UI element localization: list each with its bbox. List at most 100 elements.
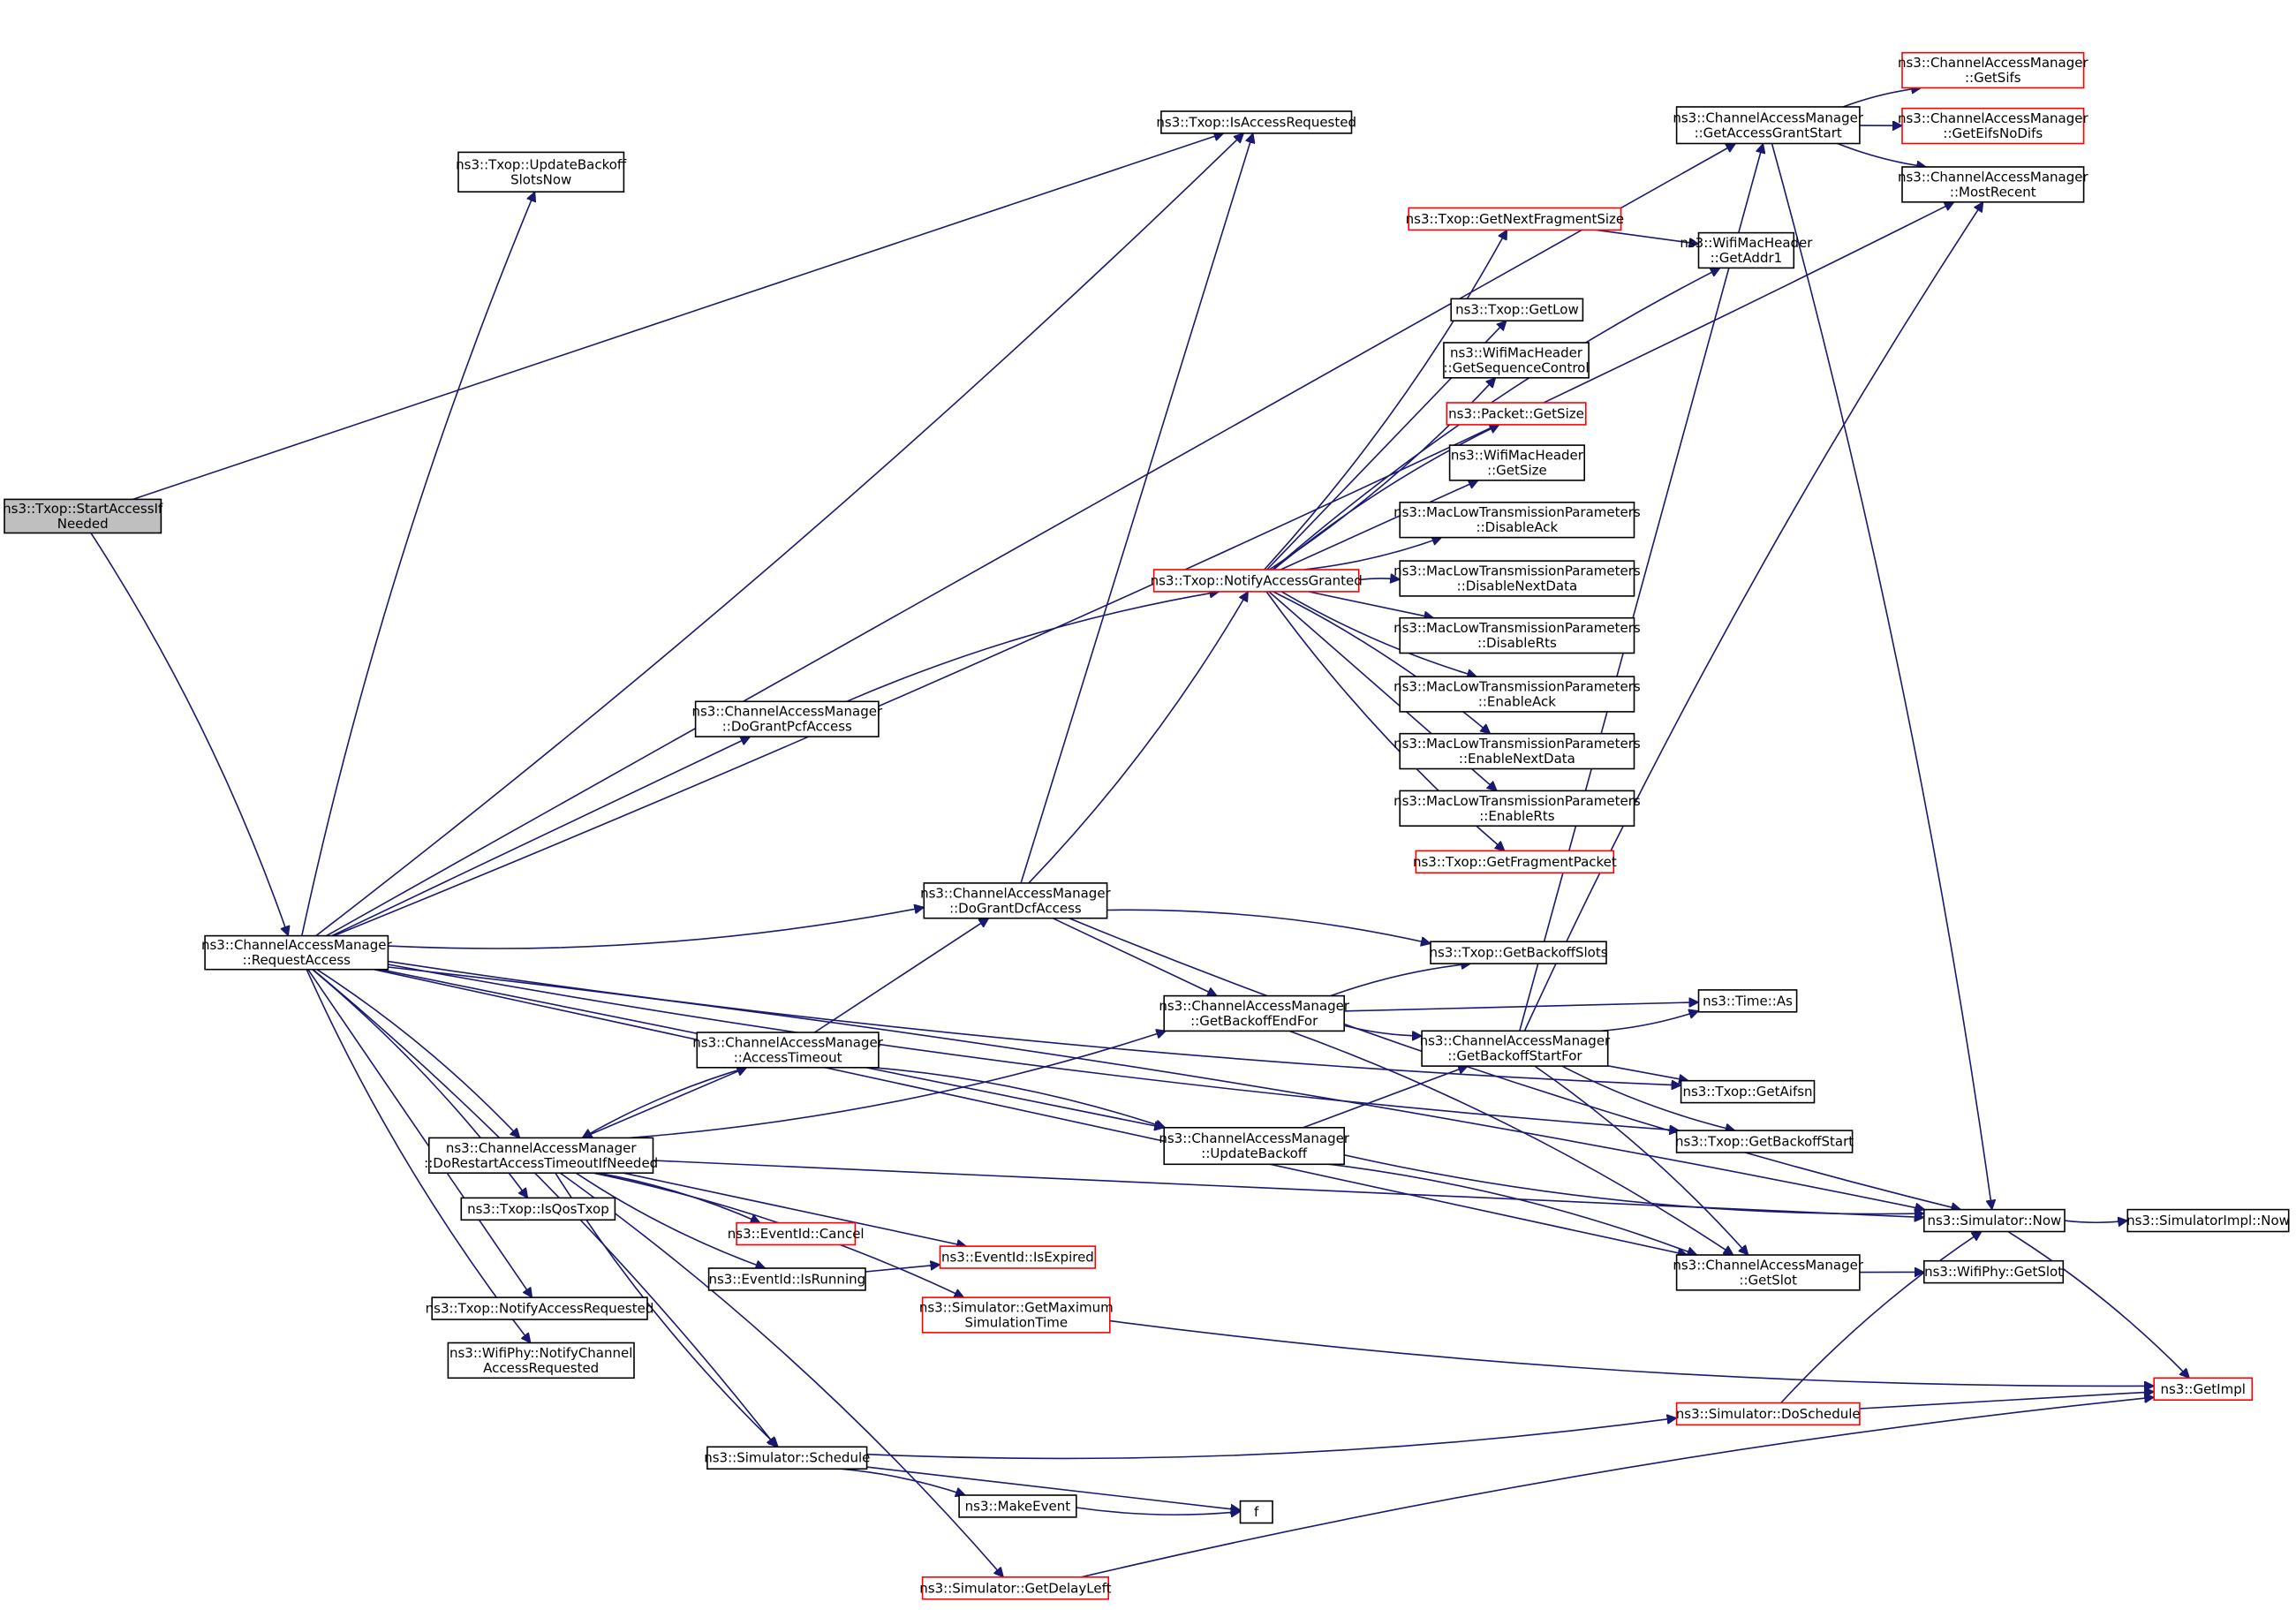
node-txop-get-aifsn[interactable]: ns3::Txop::GetAifsn	[1680, 1079, 1816, 1104]
node-box[interactable]	[1160, 110, 1353, 134]
node-mac-low-transmission-parameters-enable-rts[interactable]: ns3::MacLowTransmissionParameters::Enabl…	[1393, 790, 1641, 828]
node-txop-get-backoff-slots[interactable]: ns3::Txop::GetBackoffSlots	[1429, 941, 1608, 964]
node-channel-access-manager-request-access[interactable]: ns3::ChannelAccessManager::RequestAccess	[201, 934, 392, 971]
node-get-impl[interactable]: ns3::GetImpl	[2153, 1377, 2254, 1402]
node-txop-get-backoff-start[interactable]: ns3::Txop::GetBackoffStart	[1675, 1130, 1854, 1153]
node-wifi-phy-notify-channel-access-requested[interactable]: ns3::WifiPhy::NotifyChannelAccessRequest…	[447, 1342, 635, 1379]
node-txop-get-next-fragment-size[interactable]: ns3::Txop::GetNextFragmentSize	[1406, 207, 1624, 231]
node-packet-get-size[interactable]: ns3::Packet::GetSize	[1446, 402, 1587, 426]
node-channel-access-manager-get-sifs[interactable]: ns3::ChannelAccessManager::GetSifs	[1898, 51, 2088, 89]
node-box[interactable]	[2153, 1377, 2254, 1402]
node-box[interactable]	[1901, 107, 2085, 145]
node-box[interactable]	[1675, 1130, 1854, 1153]
node-box[interactable]	[1923, 1259, 2065, 1284]
node-txop-notify-access-granted[interactable]: ns3::Txop::NotifyAccessGranted	[1151, 569, 1363, 593]
node-txop-get-low[interactable]: ns3::Txop::GetLow	[1450, 298, 1584, 321]
node-box[interactable]	[457, 151, 625, 193]
node-channel-access-manager-most-recent[interactable]: ns3::ChannelAccessManager::MostRecent	[1898, 166, 2088, 203]
node-box[interactable]	[1399, 676, 1635, 713]
node-box[interactable]	[958, 1494, 1077, 1518]
node-txop-get-fragment-packet[interactable]: ns3::Txop::GetFragmentPacket	[1413, 850, 1617, 874]
node-box[interactable]	[1399, 732, 1635, 770]
node-box[interactable]	[1163, 1127, 1345, 1166]
node-mac-low-transmission-parameters-disable-next-data[interactable]: ns3::MacLowTransmissionParameters::Disab…	[1393, 560, 1641, 597]
node-box[interactable]	[1675, 1402, 1861, 1426]
node-txop-is-access-requested[interactable]: ns3::Txop::IsAccessRequested	[1156, 110, 1356, 134]
node-box[interactable]	[1923, 1208, 2066, 1233]
node-box[interactable]	[1675, 1254, 1861, 1291]
node-wifi-mac-header-get-sequence-control[interactable]: ns3::WifiMacHeader::GetSequenceControl	[1443, 342, 1590, 379]
node-simulator-do-schedule[interactable]: ns3::Simulator::DoSchedule	[1675, 1402, 1861, 1426]
node-channel-access-manager-get-slot[interactable]: ns3::ChannelAccessManager::GetSlot	[1673, 1254, 1864, 1291]
node-box[interactable]	[694, 700, 880, 737]
node-txop-notify-access-requested[interactable]: ns3::Txop::NotifyAccessRequested	[426, 1296, 654, 1320]
node-box[interactable]	[1448, 444, 1585, 481]
node-mac-low-transmission-parameters-disable-ack[interactable]: ns3::MacLowTransmissionParameters::Disab…	[1393, 501, 1641, 539]
node-channel-access-manager-access-timeout[interactable]: ns3::ChannelAccessManager::AccessTimeout	[692, 1032, 884, 1069]
node-box[interactable]	[736, 1221, 857, 1246]
node-channel-access-manager-get-backoff-end-for[interactable]: ns3::ChannelAccessManager::GetBackoffEnd…	[1159, 994, 1350, 1032]
node-box[interactable]	[1901, 51, 2085, 89]
node-channel-access-manager-get-eifs-no-difs[interactable]: ns3::ChannelAccessManager::GetEifsNoDifs	[1898, 107, 2088, 145]
node-time-as[interactable]: ns3::Time::As	[1697, 989, 1798, 1013]
node-box[interactable]	[696, 1032, 880, 1069]
node-box[interactable]	[707, 1267, 866, 1291]
node-simulator-schedule[interactable]: ns3::Simulator::Schedule	[704, 1446, 870, 1470]
node-event-id-cancel[interactable]: ns3::EventId::Cancel	[728, 1221, 865, 1246]
node-box[interactable]	[204, 934, 389, 971]
node-box[interactable]	[1399, 790, 1635, 828]
node-box[interactable]	[1443, 342, 1590, 379]
node-mac-low-transmission-parameters-enable-next-data[interactable]: ns3::MacLowTransmissionParameters::Enabl…	[1393, 732, 1641, 770]
node-box[interactable]	[1152, 569, 1360, 593]
node-box[interactable]	[1675, 106, 1861, 145]
node-wifi-mac-header-get-size[interactable]: ns3::WifiMacHeader::GetSize	[1448, 444, 1585, 481]
node-box[interactable]	[923, 882, 1108, 919]
node-event-id-is-running[interactable]: ns3::EventId::IsRunning	[707, 1267, 866, 1291]
node-mac-low-transmission-parameters-disable-rts[interactable]: ns3::MacLowTransmissionParameters::Disab…	[1393, 616, 1641, 654]
node-box[interactable]	[1421, 1030, 1609, 1067]
node-box[interactable]	[706, 1446, 868, 1470]
node-wifi-phy-get-slot[interactable]: ns3::WifiPhy::GetSlot	[1923, 1259, 2065, 1284]
node-channel-access-manager-update-backoff[interactable]: ns3::ChannelAccessManager::UpdateBackoff	[1159, 1127, 1350, 1166]
node-box[interactable]	[1163, 994, 1345, 1032]
node-mac-low-transmission-parameters-enable-ack[interactable]: ns3::MacLowTransmissionParameters::Enabl…	[1393, 676, 1641, 713]
node-box[interactable]	[1415, 850, 1615, 874]
node-box[interactable]	[431, 1296, 648, 1320]
node-box[interactable]	[4, 498, 162, 534]
node-box[interactable]	[1446, 402, 1587, 426]
node-box[interactable]	[1450, 298, 1584, 321]
node-box[interactable]	[921, 1296, 1111, 1334]
node-channel-access-manager-get-access-grant-start[interactable]: ns3::ChannelAccessManager::GetAccessGran…	[1673, 106, 1864, 145]
node-box[interactable]	[939, 1245, 1097, 1269]
node-f[interactable]: f	[1239, 1500, 1273, 1524]
node-simulator-now[interactable]: ns3::Simulator::Now	[1923, 1208, 2066, 1233]
node-box[interactable]	[921, 1576, 1109, 1600]
node-box[interactable]	[1680, 1079, 1816, 1104]
node-box[interactable]	[1399, 616, 1635, 654]
node-channel-access-manager-do-grant-pcf-access[interactable]: ns3::ChannelAccessManager::DoGrantPcfAcc…	[691, 700, 883, 737]
node-box[interactable]	[1239, 1500, 1273, 1524]
node-simulator-get-delay-left[interactable]: ns3::Simulator::GetDelayLeft	[919, 1576, 1112, 1600]
node-box[interactable]	[1408, 207, 1622, 231]
node-box[interactable]	[1399, 560, 1635, 597]
node-box[interactable]	[1697, 231, 1795, 269]
node-box[interactable]	[447, 1342, 635, 1379]
node-box[interactable]	[460, 1197, 616, 1221]
node-box[interactable]	[1399, 501, 1635, 539]
node-channel-access-manager-get-backoff-start-for[interactable]: ns3::ChannelAccessManager::GetBackoffSta…	[1420, 1030, 1611, 1067]
node-make-event[interactable]: ns3::MakeEvent	[958, 1494, 1077, 1518]
node-txop-is-qos-txop[interactable]: ns3::Txop::IsQosTxop	[460, 1197, 616, 1221]
node-channel-access-manager-do-restart-access-timeout-if-needed[interactable]: ns3::ChannelAccessManager::DoRestartAcce…	[424, 1137, 658, 1175]
node-box[interactable]	[1430, 941, 1607, 964]
node-channel-access-manager-do-grant-dcf-access[interactable]: ns3::ChannelAccessManager::DoGrantDcfAcc…	[920, 882, 1112, 919]
node-box[interactable]	[1697, 989, 1798, 1013]
node-box[interactable]	[2126, 1208, 2290, 1233]
node-box[interactable]	[427, 1137, 654, 1175]
node-wifi-mac-header-get-addr1[interactable]: ns3::WifiMacHeader::GetAddr1	[1680, 231, 1813, 269]
node-box[interactable]	[1901, 166, 2085, 203]
node-event-id-is-expired[interactable]: ns3::EventId::IsExpired	[939, 1245, 1097, 1269]
node-simulator-impl-now[interactable]: ns3::SimulatorImpl::Now	[2126, 1208, 2290, 1233]
